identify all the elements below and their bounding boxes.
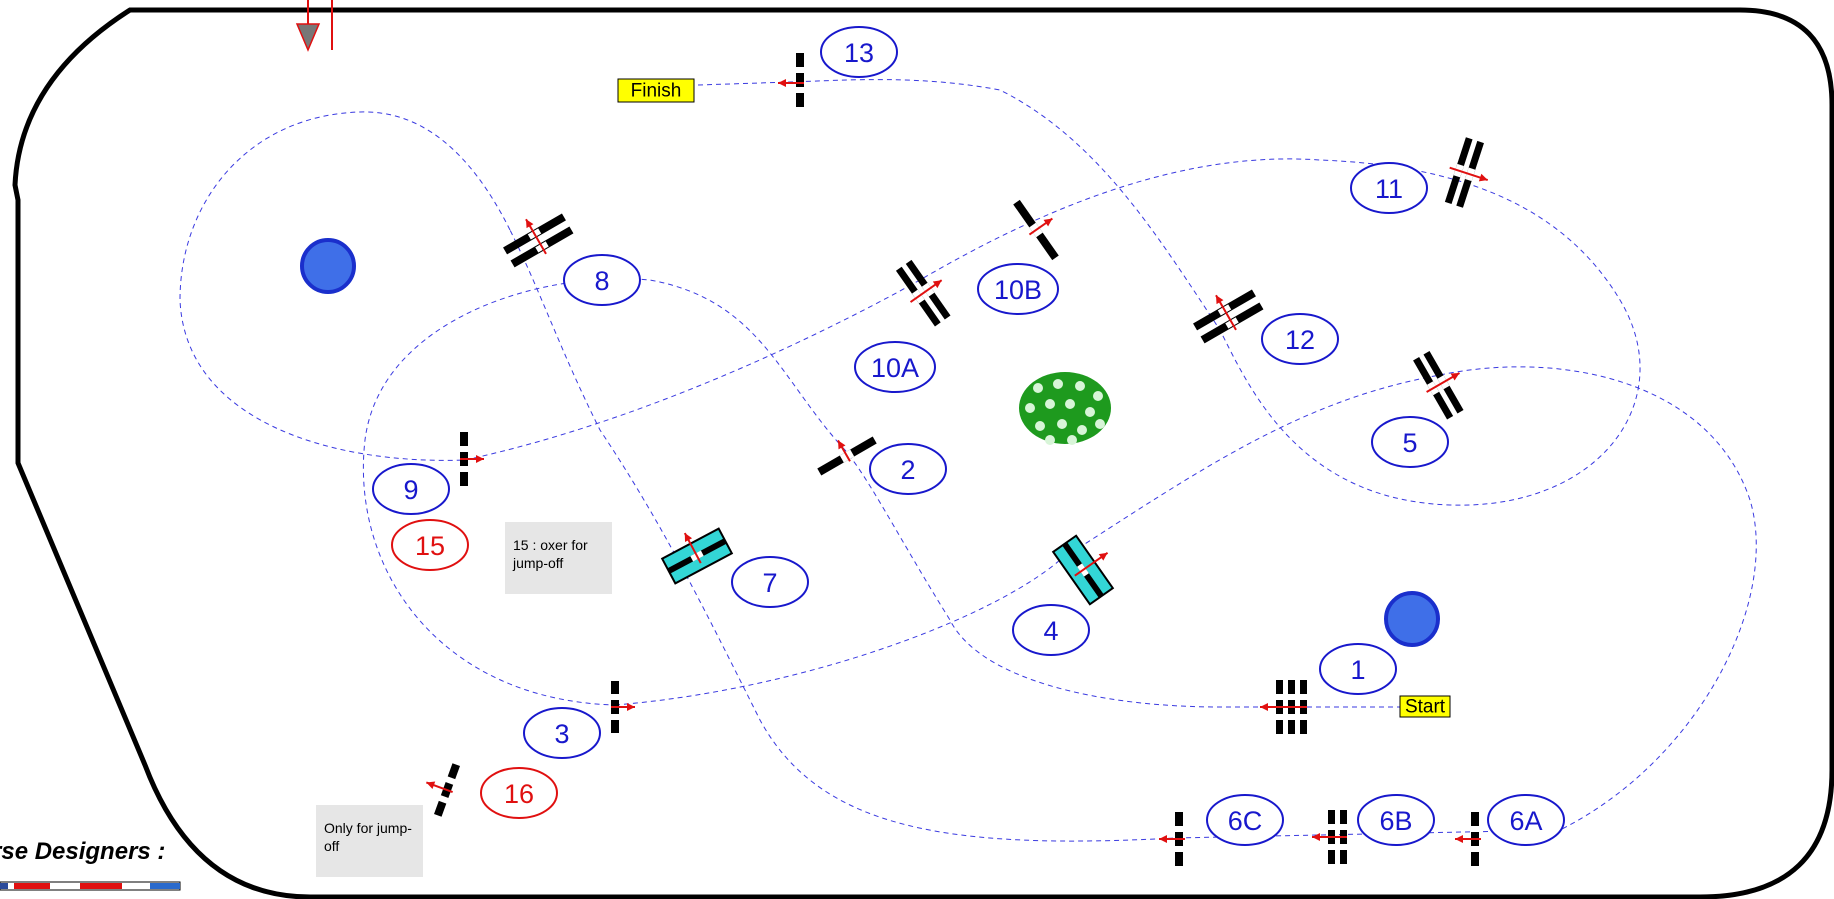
fence-6A [1455,807,1481,871]
finish-flag: Finish [617,78,695,103]
fence-8 [503,213,574,268]
obstacle-number-13: 13 [820,26,898,78]
obstacle-number-2: 2 [869,443,947,495]
fence-6B [1312,805,1347,869]
fence-16 [425,758,462,822]
obstacle-number-12: 12 [1261,313,1339,365]
obstacle-number-ellipse [977,263,1059,315]
finish-label: Finish [631,81,682,102]
obstacle-number-ellipse [372,463,450,515]
fence-11 [1444,137,1489,208]
obstacle-number-ellipse [1319,643,1397,695]
obstacle-number-ellipse [854,341,936,393]
obstacle-number-11: 11 [1350,162,1428,214]
obstacle-number-label: 9 [403,475,418,505]
fence-7 [660,527,734,585]
fence-1 [1260,675,1307,739]
obstacle-number-label: 5 [1402,428,1417,458]
fence-9 [460,427,484,491]
track-path [179,79,1757,842]
obstacle-number-ellipse [391,519,469,571]
obstacle-number-ellipse [1206,794,1284,846]
note-only-jump-off: Only for jump-off [316,805,423,877]
obstacle-number-16: 16 [480,767,558,819]
obstacle-number-ellipse [523,707,601,759]
obstacle-number-6A: 6A [1487,794,1565,846]
note-only-jump-off-text: Only for jump-off [324,820,412,854]
obstacle-number-label: 6A [1509,806,1542,836]
start-flag: Start [1399,695,1451,718]
obstacle-number-10A: 10A [854,341,936,393]
obstacle-number-5: 5 [1371,416,1449,468]
obstacle-number-ellipse [1012,604,1090,656]
marker-dot-left [300,238,356,294]
obstacle-number-label: 10B [994,275,1042,305]
obstacle-number-label: 6C [1228,806,1263,836]
obstacle-number-ellipse [1261,313,1339,365]
obstacle-number-ellipse [563,254,641,306]
fence-13 [778,48,804,112]
obstacle-number-label: 3 [554,719,569,749]
obstacle-number-label: 4 [1043,616,1058,646]
marker-dot-right [1384,591,1440,647]
fence-4 [1051,534,1115,606]
obstacle-number-9: 9 [372,463,450,515]
fence-2 [817,436,877,476]
obstacle-number-ellipse [731,556,809,608]
bush-decoration [1019,372,1111,445]
obstacle-number-10B: 10B [977,263,1059,315]
obstacle-number-1: 1 [1319,643,1397,695]
obstacle-number-6C: 6C [1206,794,1284,846]
obstacle-number-8: 8 [563,254,641,306]
fence-10B [1013,199,1059,261]
obstacle-number-label: 10A [871,353,919,383]
entrance-marker [295,0,333,52]
note-oxer-jump-off-text: 15 : oxer for jump-off [513,537,588,571]
obstacle-number-15: 15 [391,519,469,571]
obstacle-number-ellipse [1487,794,1565,846]
obstacle-number-label: 13 [844,38,874,68]
obstacle-number-4: 4 [1012,604,1090,656]
obstacle-number-ellipse [1350,162,1428,214]
course-designers-label: rse Designers : [0,838,166,865]
obstacle-number-7: 7 [731,556,809,608]
obstacle-number-ellipse [480,767,558,819]
fence-12 [1193,289,1264,344]
arena-boundary [12,7,1834,899]
obstacle-number-label: 11 [1375,174,1403,204]
obstacle-number-label: 16 [504,779,534,809]
obstacle-number-label: 6B [1379,806,1412,836]
fence-5 [1413,351,1464,420]
obstacle-number-label: 8 [594,266,609,296]
start-label: Start [1405,697,1446,718]
designer-legend-bar [0,881,181,891]
note-oxer-jump-off: 15 : oxer for jump-off [505,522,612,594]
obstacle-number-label: 15 [415,531,445,561]
obstacle-number-ellipse [1357,794,1435,846]
fence-10A [895,259,951,327]
fence-6C [1159,807,1185,871]
obstacle-number-ellipse [869,443,947,495]
obstacle-number-label: 2 [900,455,915,485]
obstacle-number-3: 3 [523,707,601,759]
obstacle-number-label: 7 [762,568,777,598]
fence-3 [611,681,635,733]
obstacle-number-ellipse [820,26,898,78]
obstacle-number-ellipse [1371,416,1449,468]
obstacle-number-label: 12 [1285,325,1315,355]
obstacle-number-6B: 6B [1357,794,1435,846]
obstacle-number-label: 1 [1350,655,1365,685]
